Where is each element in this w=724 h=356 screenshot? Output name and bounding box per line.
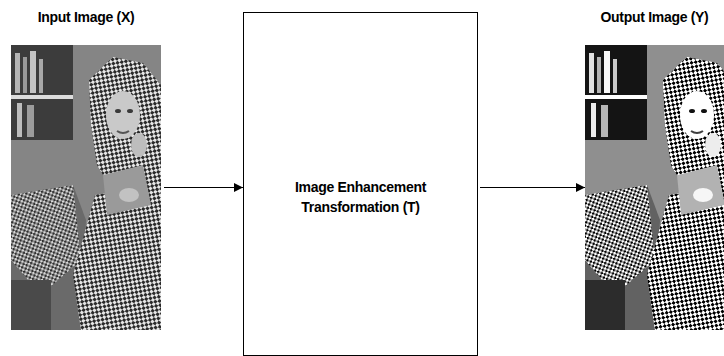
- input-photo: [11, 45, 161, 330]
- flow-arrow: [164, 187, 243, 188]
- flow-arrow: [480, 187, 585, 188]
- box-label: Image Enhancement Transformation (T): [281, 151, 441, 217]
- output-image: Output Image (Y): [585, 45, 724, 330]
- output-photo: [585, 45, 724, 330]
- process-box: Image Enhancement Transformation (T): [243, 12, 478, 356]
- input-image: Input Image (X): [10, 45, 162, 330]
- image-heading: Output Image (Y): [601, 9, 709, 25]
- image-heading: Input Image (X): [38, 9, 135, 25]
